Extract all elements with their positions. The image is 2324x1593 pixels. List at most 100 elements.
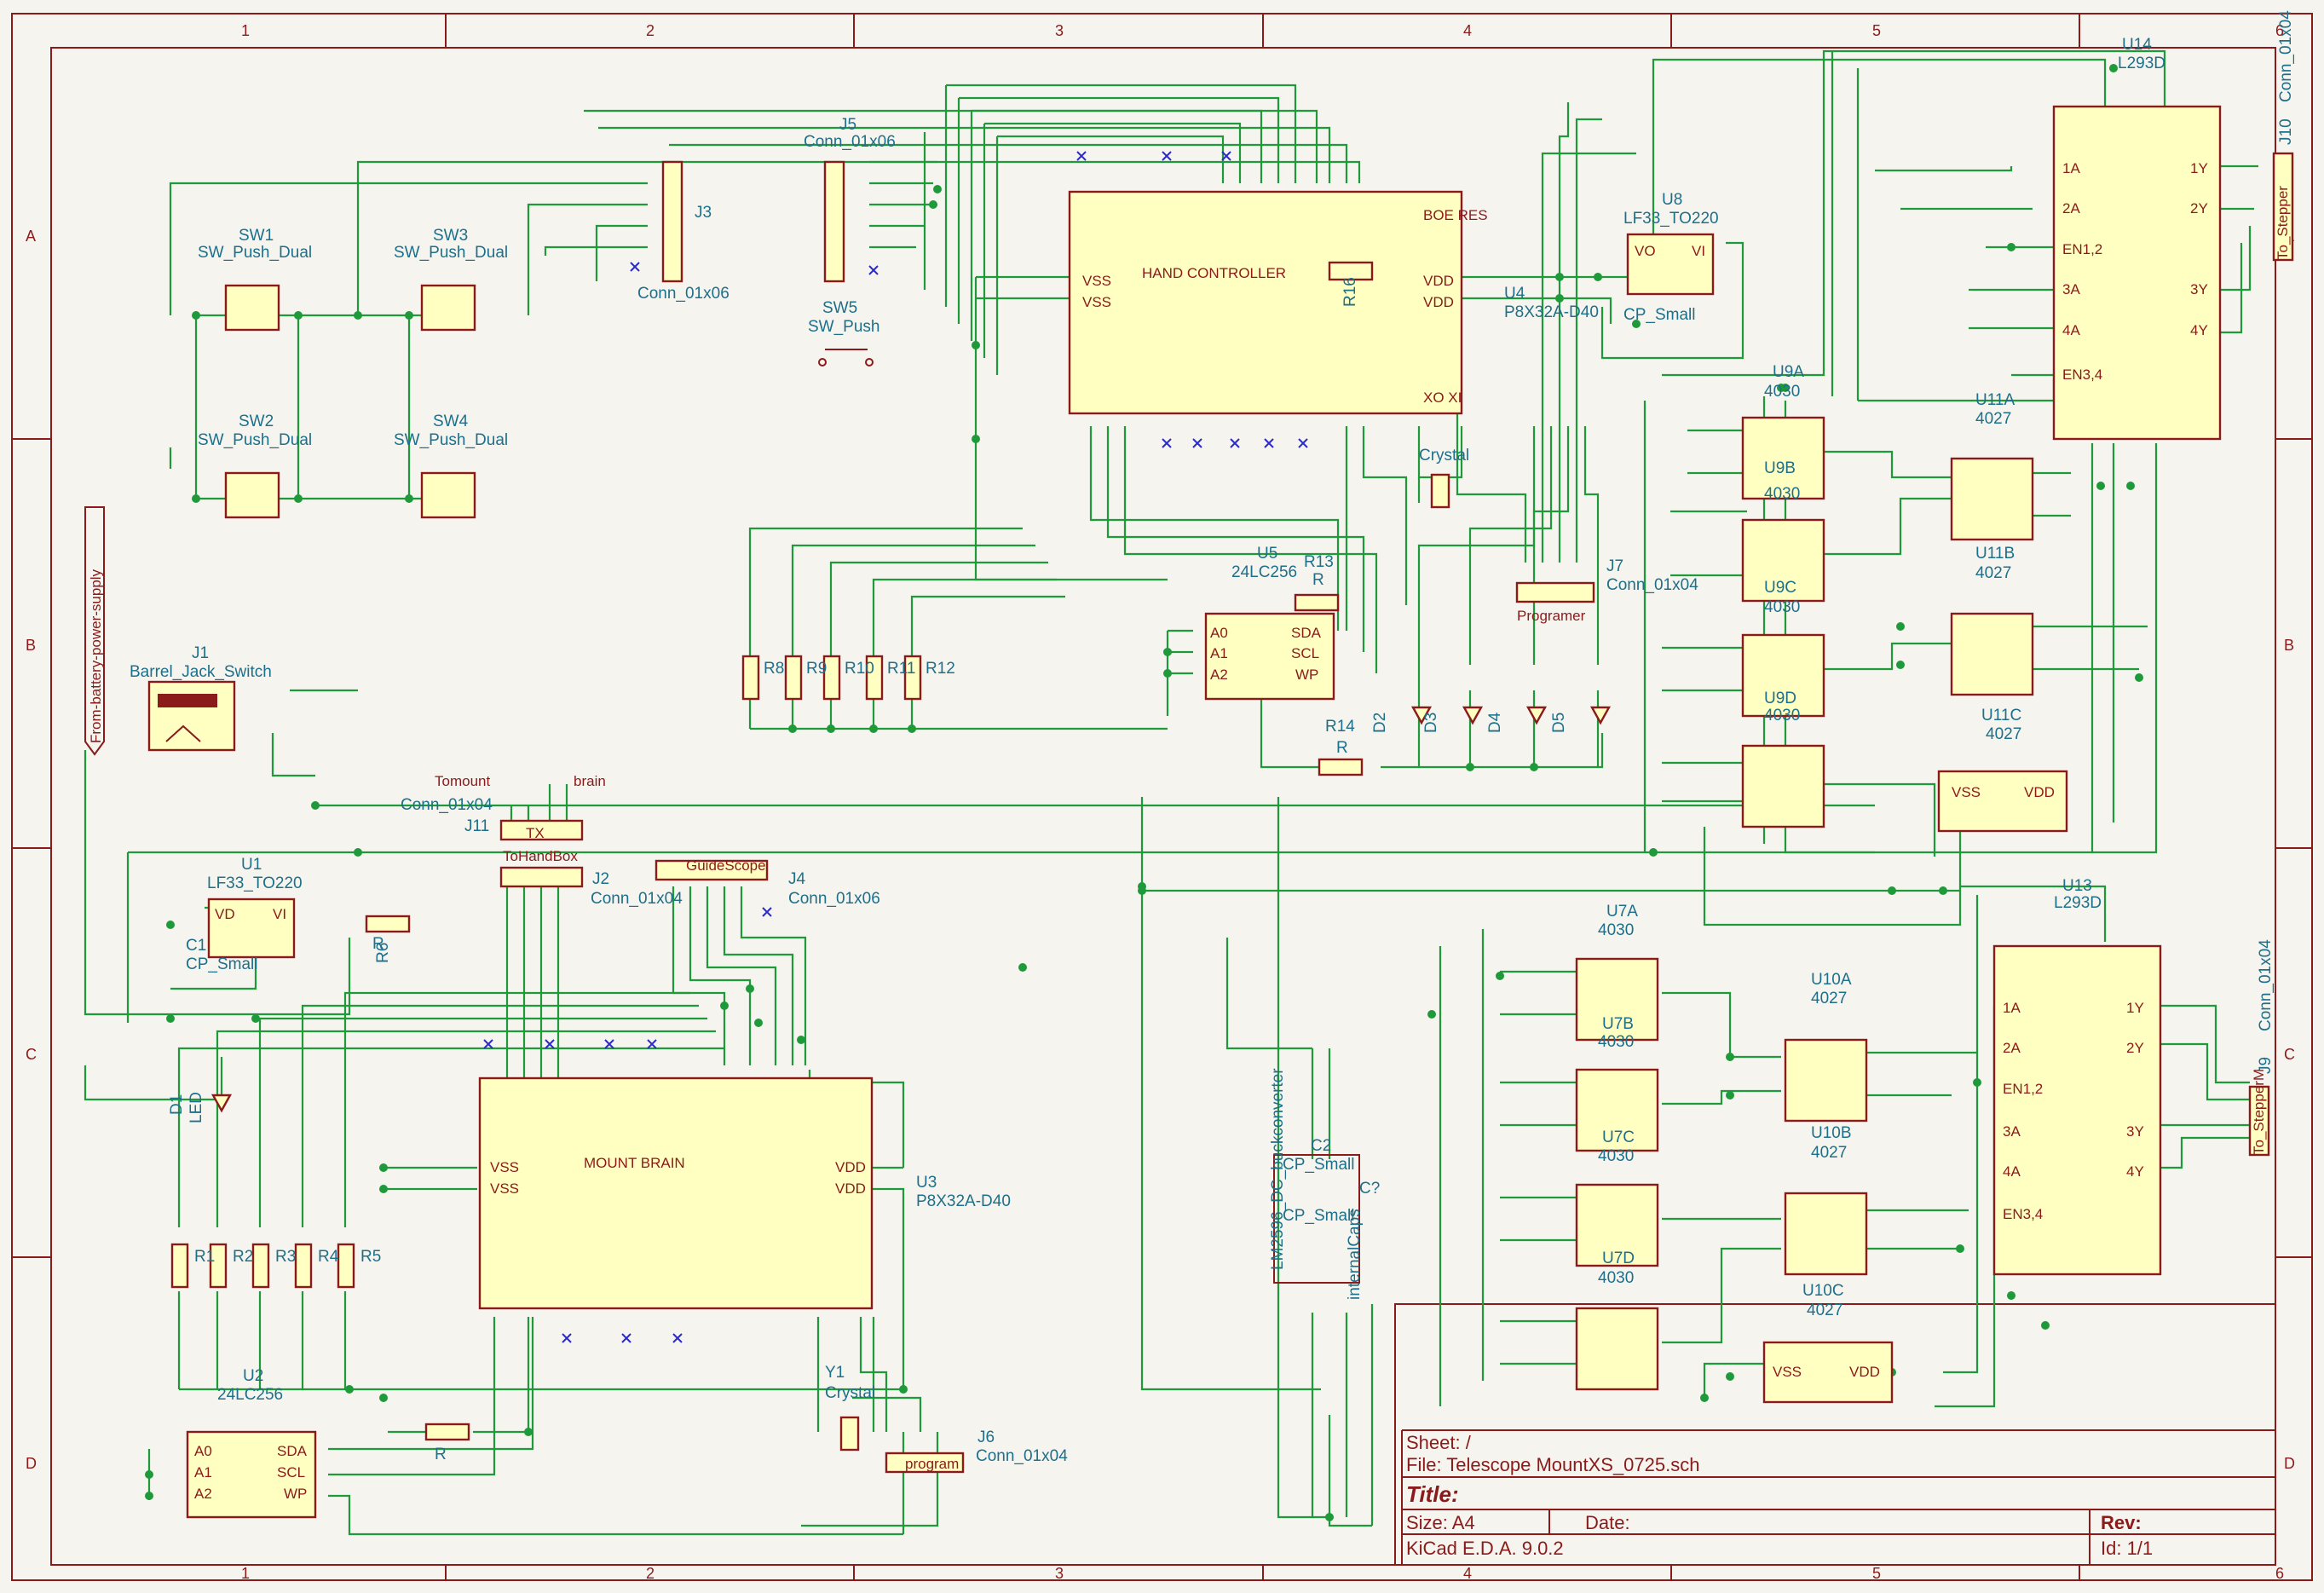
xor-u9c[interactable] <box>1741 633 1825 718</box>
led-d5[interactable] <box>1589 706 1612 725</box>
svg-text:VDD: VDD <box>1423 294 1454 310</box>
ff-u11a[interactable] <box>1950 457 2034 541</box>
connector-j10[interactable]: J10 Conn_01x04 To_Stepper <box>2272 10 2295 262</box>
border-column-ticks <box>12 14 2312 1580</box>
svg-text:BOE RES: BOE RES <box>1423 207 1488 223</box>
regulator-u8[interactable]: U8 LF33_TO220 VO VI <box>1623 191 1719 296</box>
svg-text:2A: 2A <box>2062 200 2080 216</box>
ff-u10b[interactable] <box>1784 1192 1868 1276</box>
u5-value: 24LC256 <box>1231 563 1297 581</box>
svg-text:4Y: 4Y <box>2190 322 2208 338</box>
connector-j5[interactable]: J5 Conn_01x06 <box>804 116 896 283</box>
resistor-r14[interactable]: R14 R <box>1318 718 1364 776</box>
resistor-r6[interactable]: R6 R <box>365 915 411 963</box>
cu8-value: CP_Small <box>1623 306 1695 324</box>
ff-u11c[interactable] <box>1937 770 2068 833</box>
capacitor-u8[interactable]: CP_Small <box>1623 306 1695 324</box>
connector-j2[interactable]: J2 Conn_01x04 ToHandBox <box>499 848 683 908</box>
led-d1[interactable]: D1 LED <box>168 1092 233 1123</box>
xor-u7d[interactable] <box>1575 1307 1659 1391</box>
xor-u7c[interactable] <box>1575 1183 1659 1267</box>
connector-j1[interactable]: J1 Barrel_Jack_Switch <box>130 644 272 752</box>
capacitor-c2[interactable]: C2 CP_Small <box>1283 1137 1354 1174</box>
switch-sw5[interactable]: SW5 SW_Push <box>808 299 879 367</box>
xor-u7a[interactable] <box>1575 957 1659 1042</box>
capacitor-c3[interactable]: C? CP_Small <box>1283 1180 1380 1225</box>
resistor-r5[interactable] <box>337 1243 355 1289</box>
switch-sw1[interactable]: SW1 SW_Push_Dual <box>198 227 312 332</box>
svg-text:SDA: SDA <box>277 1443 308 1459</box>
xor-u9d[interactable] <box>1741 744 1825 828</box>
eeprom-u2[interactable]: U2 24LC256 A0 A1 A2 SDA SCL WP <box>186 1367 317 1519</box>
regulator-u1[interactable]: U1 LF33_TO220 VD VI <box>207 856 303 959</box>
switch-sw4[interactable]: SW4 SW_Push_Dual <box>394 413 508 519</box>
j4-label: GuideScope <box>686 857 766 874</box>
resistor-r1[interactable] <box>170 1243 189 1289</box>
l293d-u13[interactable]: U13 L293D 1A 2A EN1,2 3A 4A EN3,4 1Y 2Y … <box>1992 877 2162 1276</box>
xor-block-top: U9A U9B U9C U9D 4030 4030 4030 4030 <box>1741 363 1825 828</box>
j5-ref: J5 <box>839 116 856 134</box>
svg-text:VDD: VDD <box>835 1180 866 1197</box>
connector-j9[interactable]: J9 Conn_01x04 To_StepperM <box>2248 939 2275 1157</box>
connector-j7[interactable]: J7 Conn_01x04 Programer <box>1515 557 1698 624</box>
buck-converter[interactable]: LM2596_DC_buckconverter internalCaps <box>1269 1068 1364 1300</box>
connector-j11[interactable]: J11 Conn_01x04 TX Tomount brain <box>401 773 606 841</box>
mount-brain-label: MOUNT BRAIN <box>584 1155 685 1171</box>
sw3-value: SW_Push_Dual <box>394 244 508 262</box>
resistor-r2[interactable] <box>209 1243 228 1289</box>
led-d2[interactable] <box>1410 706 1433 725</box>
svg-text:EN3,4: EN3,4 <box>2003 1206 2043 1222</box>
u7b-ref: U7B <box>1602 1015 1634 1033</box>
mount-brain-chip[interactable]: MOUNT BRAIN U3 P8X32A-D40 VSS VSS VDD VD… <box>478 1076 1011 1310</box>
j11-ref: J11 <box>464 817 489 835</box>
resistor-r4[interactable] <box>294 1243 313 1289</box>
u11a-value: 4027 <box>1975 410 2011 428</box>
xor-u9a[interactable] <box>1741 416 1825 500</box>
j11-label: TX <box>526 825 545 841</box>
col-2-top: 2 <box>646 22 655 39</box>
led-d4[interactable] <box>1525 706 1548 725</box>
connector-j6[interactable]: J6 Conn_01x04 program <box>885 1429 1068 1474</box>
eeprom-u5[interactable]: U5 24LC256 A0 A1 A2 SDA SCL WP <box>1204 545 1335 701</box>
resistor-r11[interactable] <box>865 655 884 701</box>
resistor-r9[interactable] <box>784 655 803 701</box>
connector-j4[interactable]: J4 Conn_01x06 GuideScope <box>655 857 880 908</box>
d1-value: LED <box>187 1092 205 1123</box>
resistor-r12[interactable] <box>903 655 922 701</box>
crystal-top-ref: Crystal <box>1419 447 1469 465</box>
ff-u10a[interactable] <box>1784 1038 1868 1123</box>
u1-value: LF33_TO220 <box>207 874 303 892</box>
resistor-r13[interactable]: R13 R <box>1294 553 1340 612</box>
switch-sw3[interactable]: SW3 SW_Push_Dual <box>394 227 508 332</box>
ff-u10c[interactable] <box>1762 1341 1894 1404</box>
u11a-ref: U11A <box>1975 391 2015 409</box>
capacitor-c1[interactable]: C1 CP_Small <box>186 937 257 973</box>
led-d3[interactable] <box>1462 706 1484 725</box>
u4-value: P8X32A-D40 <box>1504 303 1599 321</box>
j5-value: Conn_01x06 <box>804 133 896 151</box>
col-6-top: 6 <box>2275 22 2284 39</box>
svg-text:4A: 4A <box>2062 322 2080 338</box>
resistor-r10[interactable] <box>822 655 841 701</box>
j1-ref: J1 <box>192 644 209 662</box>
svg-text:WP: WP <box>1295 667 1318 683</box>
u7b-value: 4030 <box>1598 1033 1634 1051</box>
svg-text:EN1,2: EN1,2 <box>2062 241 2102 257</box>
resistor-r8[interactable] <box>741 655 760 701</box>
resistor-r7[interactable]: R <box>424 1423 470 1463</box>
switch-sw2[interactable]: SW2 SW_Push_Dual <box>198 413 312 519</box>
d3-ref: D3 <box>1422 713 1440 733</box>
u9b-ref: U9B <box>1764 459 1796 477</box>
resistor-r3[interactable] <box>251 1243 270 1289</box>
power-flag-label: From-battery-power-supply <box>88 569 104 743</box>
xor-u9b[interactable] <box>1741 518 1825 603</box>
l293d-u14[interactable]: U14 L293D 1A 2A EN1,2 3A 4A EN3,4 1Y 2Y … <box>2052 36 2222 441</box>
tb-sheet: Sheet: / <box>1406 1432 1472 1453</box>
xor-u7b[interactable] <box>1575 1068 1659 1152</box>
crystal-y1[interactable]: Y1 Crystal <box>825 1364 875 1452</box>
r8-ref: R8 <box>764 660 784 678</box>
ff-u11b[interactable] <box>1950 612 2034 696</box>
connector-j3[interactable]: J3 Conn_01x06 <box>637 160 729 303</box>
crystal-top[interactable]: Crystal <box>1419 447 1469 509</box>
hand-controller-chip[interactable]: HAND CONTROLLER U4 P8X32A-D40 VSS VSS VD… <box>1068 190 1599 415</box>
